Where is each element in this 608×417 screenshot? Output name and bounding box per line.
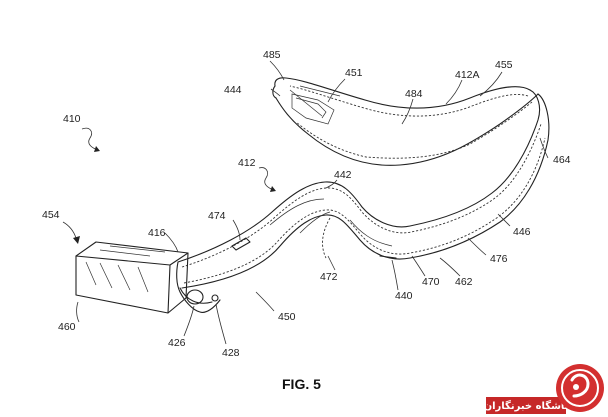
band-412 — [177, 89, 550, 289]
label-454: 454 — [42, 209, 60, 221]
label-416: 416 — [148, 227, 166, 239]
button-426 — [186, 289, 204, 305]
label-426: 426 — [168, 337, 186, 349]
phantom-line-472 — [322, 217, 331, 259]
label-412A: 412A — [455, 69, 480, 81]
box-454 — [75, 241, 189, 314]
label-444: 444 — [224, 84, 242, 96]
reference-arrows — [62, 127, 276, 244]
label-474: 474 — [208, 210, 226, 222]
watermark-logo — [556, 364, 604, 412]
label-428: 428 — [222, 347, 240, 359]
ear-hook-455 — [272, 77, 539, 166]
label-485: 485 — [263, 49, 281, 61]
watermark: باشگاه خبرنگاران — [484, 364, 604, 414]
label-464: 464 — [553, 154, 571, 166]
leader-lines — [76, 60, 549, 345]
label-462: 462 — [455, 276, 473, 288]
label-455: 455 — [495, 59, 513, 71]
label-410: 410 — [63, 113, 81, 125]
label-470: 470 — [422, 276, 440, 288]
label-484: 484 — [405, 88, 423, 100]
label-446: 446 — [513, 226, 531, 238]
housing-416 — [176, 237, 251, 313]
label-460: 460 — [58, 321, 76, 333]
reference-labels: 485 451 412A 455 444 484 410 464 412 442… — [42, 49, 571, 359]
label-412: 412 — [238, 157, 256, 169]
figure-caption: FIG. 5 — [282, 376, 321, 392]
feature-440 — [379, 255, 397, 259]
watermark-banner — [486, 397, 566, 414]
label-442: 442 — [334, 169, 352, 181]
label-450: 450 — [278, 311, 296, 323]
sensor-428 — [211, 294, 219, 302]
label-440: 440 — [395, 290, 413, 302]
label-472: 472 — [320, 271, 338, 283]
button-474 — [231, 237, 251, 251]
label-476: 476 — [490, 253, 508, 265]
label-451: 451 — [345, 67, 363, 79]
watermark-text: باشگاه خبرنگاران — [484, 399, 569, 412]
